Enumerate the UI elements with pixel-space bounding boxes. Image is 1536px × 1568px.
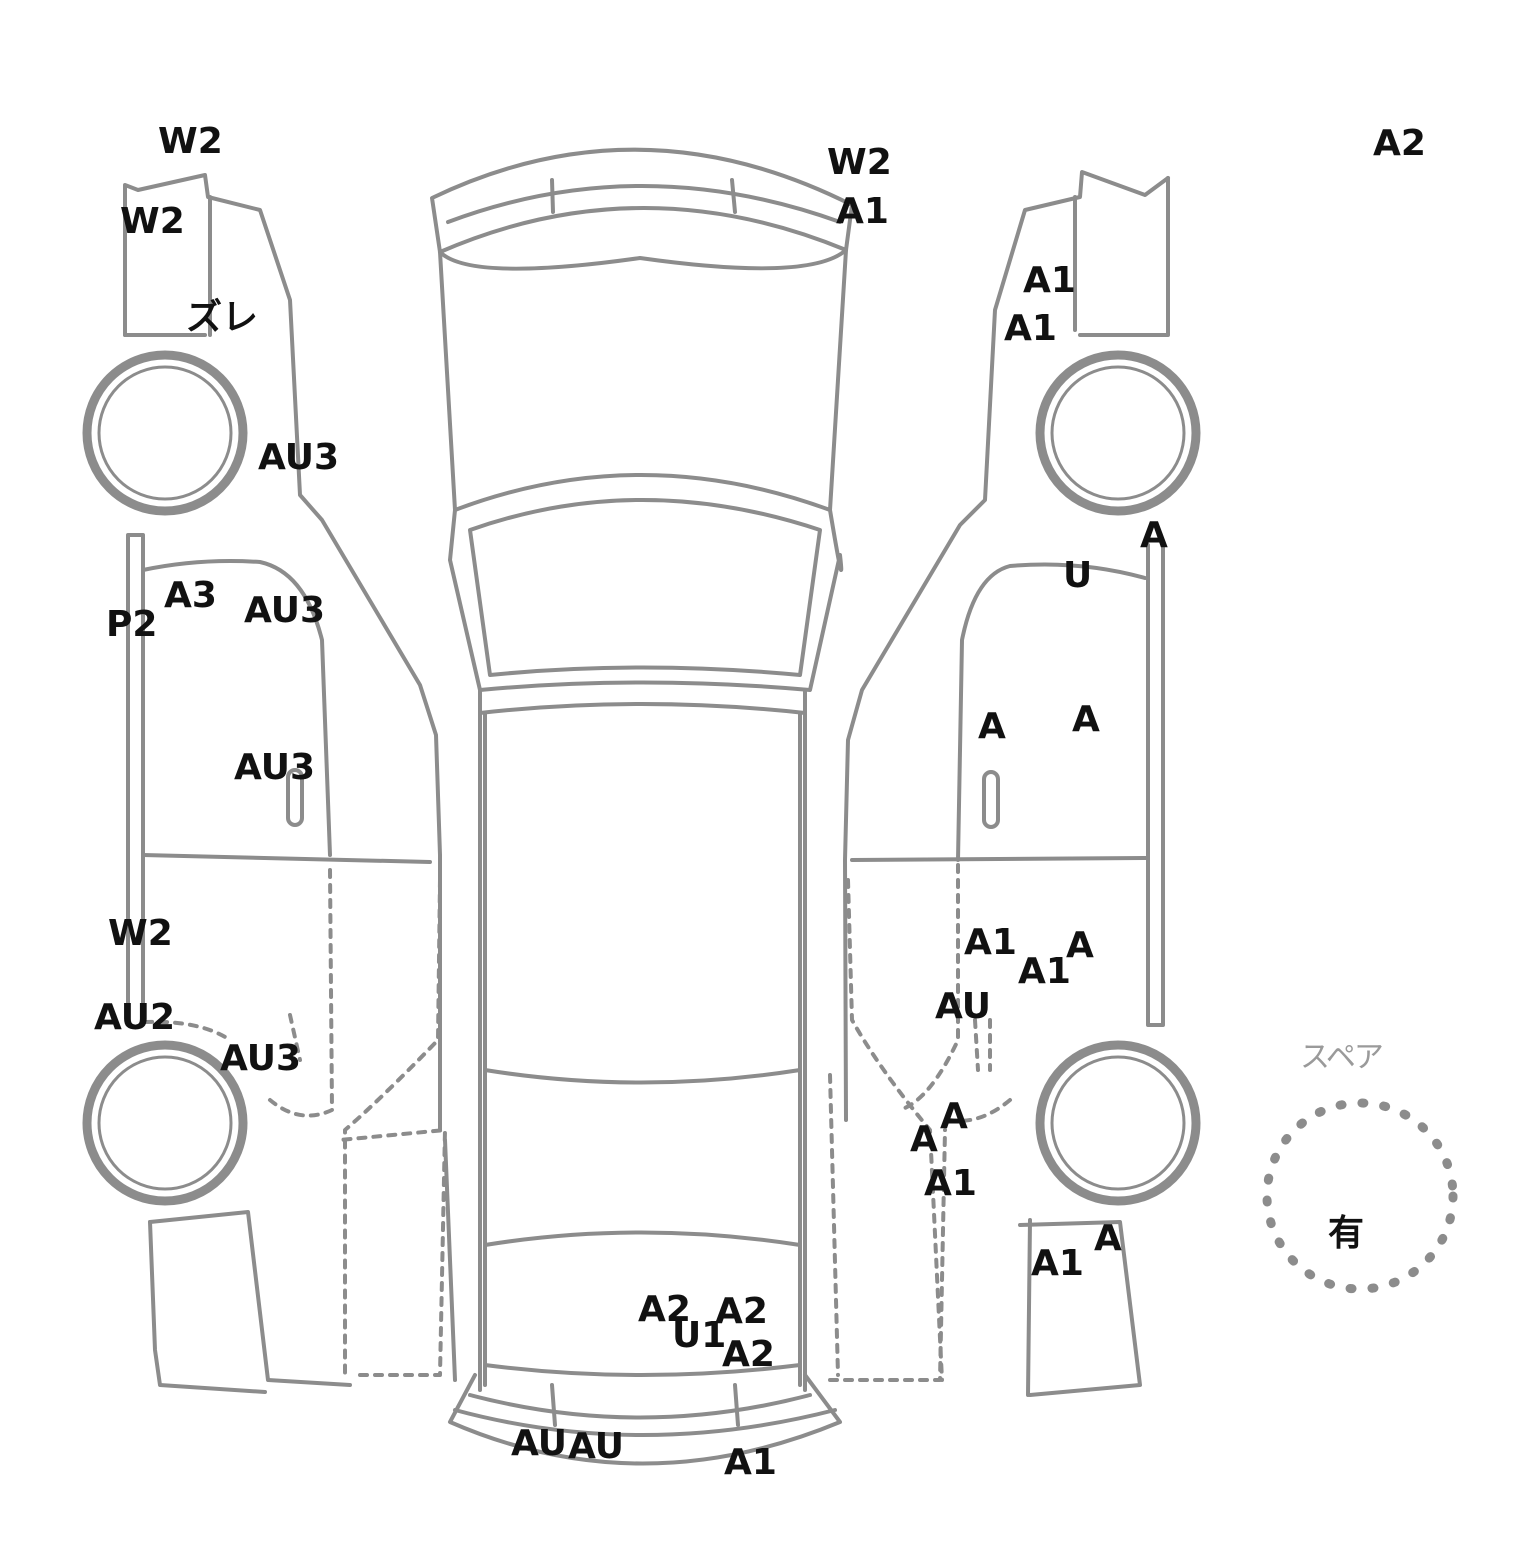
damage-code-rear-bumper-1: AU [511,1423,567,1464]
damage-code-l-pillar: P2 [106,604,158,645]
damage-code-r-pillar: A [1140,515,1168,556]
wheel-left-front [82,350,248,516]
spare-tire-circle [1262,1098,1458,1294]
damage-code-lr-door: W2 [108,913,173,954]
wheel-right-front [1035,350,1201,516]
damage-code-lf-fender-gap: ズレ [186,297,259,338]
damage-code-rr-fender-3: A1 [924,1163,977,1204]
damage-code-rr-door-3: A [1066,925,1094,966]
damage-code-lf-mirror-top: W2 [158,121,223,162]
wheels [82,350,1201,1206]
damage-code-extra-a2: A2 [1373,123,1426,164]
damage-code-rr-fender-1: A [940,1096,968,1137]
damage-code-trunk-4: A2 [722,1334,775,1375]
damage-code-r-quarter-2: A [1094,1218,1122,1259]
damage-code-lr-fender: AU3 [220,1038,302,1079]
damage-code-trunk-2: U1 [672,1315,727,1356]
damage-code-front-bumper: W2 [827,142,892,183]
damage-code-lf-door-handle: AU3 [234,747,316,788]
damage-code-rf-door-2: A [1072,699,1100,740]
damage-code-rr-door-4: AU [935,986,991,1027]
damage-code-lf-fender: AU3 [258,437,340,478]
wheel-right-rear [1035,1040,1201,1206]
damage-code-r-quarter-1: A1 [1031,1243,1084,1284]
wheel-left-rear [82,1040,248,1206]
right-side-view [828,170,1170,1397]
damage-code-rr-fender-2: A [910,1119,938,1160]
damage-code-trunk-3: A2 [715,1291,768,1332]
damage-code-lf-door-top: A3 [164,575,217,616]
top-view [430,147,854,1466]
damage-code-trunk-1: A2 [638,1289,691,1330]
damage-code-rr-door-2: A1 [1018,951,1071,992]
damage-code-rf-fender-1: A1 [1023,260,1076,301]
spare-tire-value: 有 [1328,1213,1365,1254]
damage-code-rf-door-top: U [1063,555,1093,596]
damage-code-rf-door-1: A [978,706,1006,747]
left-side-view [123,173,457,1394]
damage-code-lf-mirror: W2 [120,201,185,242]
damage-code-rear-bumper-3: A1 [724,1442,777,1483]
damage-code-rr-door-1: A1 [964,922,1017,963]
damage-code-rear-bumper-2: AU [568,1426,624,1467]
damage-code-lf-door-upper: AU3 [244,590,326,631]
damage-code-front-bumper-2: A1 [836,191,889,232]
damage-code-l-rocker: AU2 [94,997,176,1038]
spare-tire-caption: スペア [1300,1040,1384,1075]
damage-code-rf-fender-2: A1 [1004,308,1057,349]
